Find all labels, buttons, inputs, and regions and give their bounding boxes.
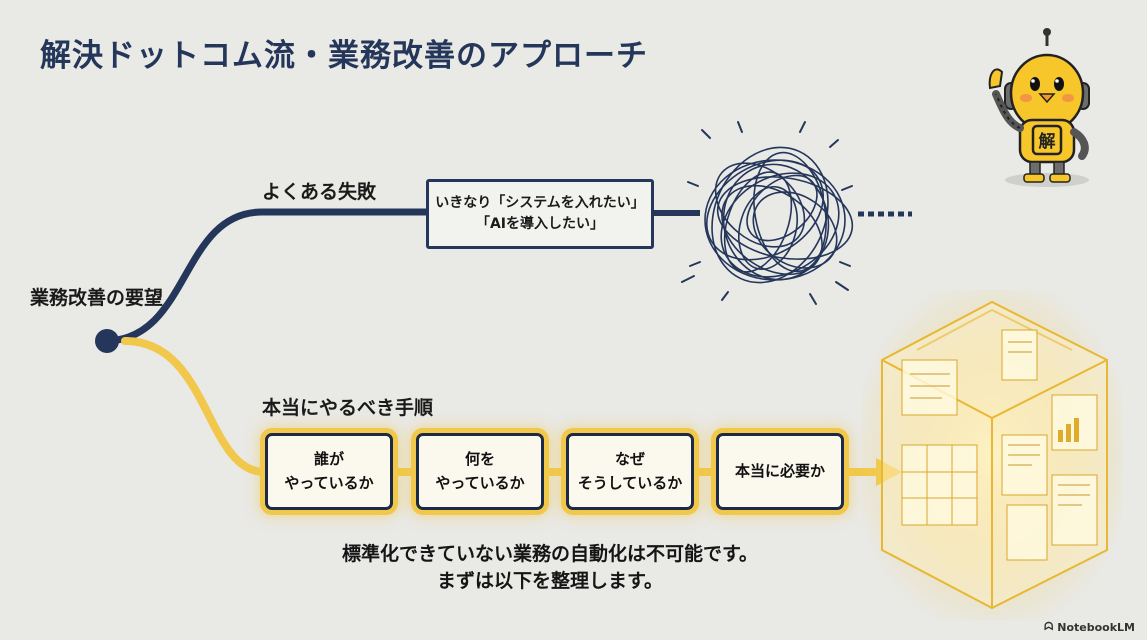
step-necessity: 本当に必要か — [716, 433, 844, 510]
watermark: ᗣ NotebookLM — [1044, 620, 1135, 634]
notebooklm-logo-icon: ᗣ — [1044, 620, 1054, 633]
step-why: なぜ そうしているか — [566, 433, 694, 510]
step-necessity-line-1: 本当に必要か — [734, 461, 825, 480]
step-who-line-1: 誰が — [313, 450, 344, 469]
step-who-line-2: やっているか — [284, 473, 374, 492]
start-label: 業務改善の要望 — [30, 287, 164, 309]
step-why-line-1: なぜ — [614, 450, 645, 469]
failure-path-label: よくある失敗 — [262, 181, 377, 203]
mascot-robot: 解 — [988, 28, 1090, 187]
tangle-motion-marks — [681, 121, 853, 305]
conclusion-line-2: まずは以下を整理します。 — [436, 570, 664, 592]
watermark-text: NotebookLM — [1057, 620, 1135, 634]
correct-path-line — [121, 337, 269, 476]
step-what: 何を やっているか — [416, 433, 544, 510]
failure-example-line-1: いきなり「システムを入れたい」 — [435, 195, 645, 211]
failure-example-line-2: 「AIを導入したい」 — [475, 216, 605, 232]
conclusion-line-1: 標準化できていない業務の自動化は不可能です。 — [341, 543, 759, 565]
step-why-line-2: そうしているか — [577, 473, 683, 492]
step-who: 誰が やっているか — [265, 433, 393, 510]
failure-example-box: いきなり「システムを入れたい」 「AIを導入したい」 — [426, 179, 654, 249]
mascot-badge-text: 解 — [1039, 131, 1056, 152]
step-what-line-1: 何を — [464, 450, 495, 469]
start-node — [95, 329, 119, 353]
page-title: 解決ドットコム流・業務改善のアプローチ — [40, 38, 648, 74]
organized-cube-icon — [862, 290, 1122, 620]
correct-path-label: 本当にやるべき手順 — [262, 397, 434, 419]
failure-path-line — [101, 208, 430, 345]
step-what-line-2: やっているか — [435, 473, 525, 492]
tangle-icon — [704, 146, 854, 284]
